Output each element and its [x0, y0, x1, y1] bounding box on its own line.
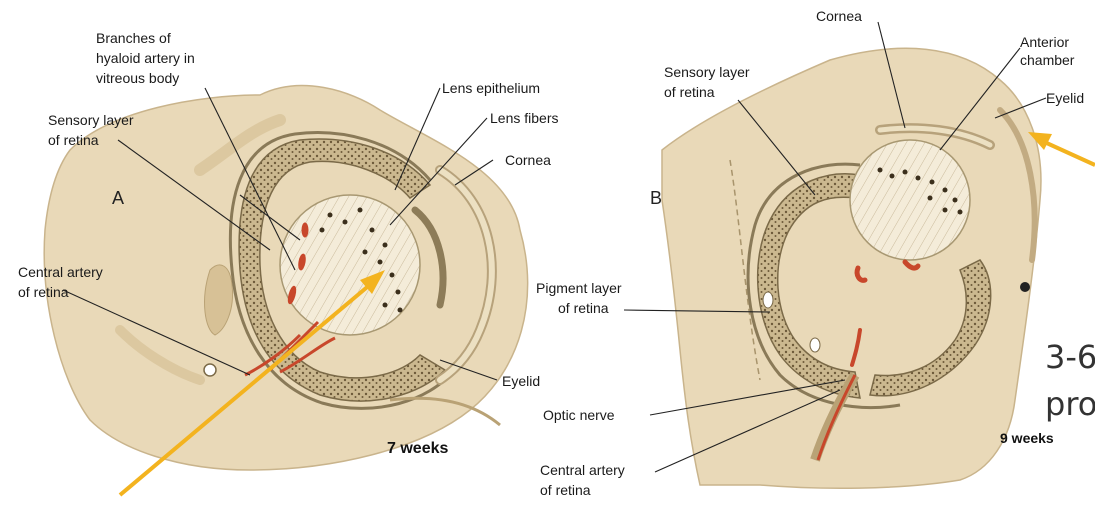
label-b-pigment-line1: Pigment layer [536, 280, 622, 296]
panel-b-letter: B [650, 188, 662, 209]
panel-b-lens [850, 140, 970, 260]
overlay-bullet [1020, 282, 1030, 292]
panel-b-eye [662, 48, 1041, 488]
panel-b-age: 9 weeks [1000, 430, 1054, 446]
label-b-sensory-line2: of retina [664, 84, 715, 100]
label-b-eyelid: Eyelid [1046, 90, 1084, 106]
label-b-sensory-line1: Sensory layer [664, 64, 750, 80]
overlay-text-line2: pro [1045, 385, 1095, 423]
label-hyaloid-line1: Branches of [96, 30, 171, 46]
panel-a-letter: A [112, 188, 124, 209]
label-lens-epithelium: Lens epithelium [442, 80, 540, 96]
label-b-central-artery-line1: Central artery [540, 462, 625, 478]
label-a-eyelid: Eyelid [502, 373, 540, 389]
label-b-anterior-line2: chamber [1020, 52, 1074, 68]
label-a-central-artery-line2: of retina [18, 284, 69, 300]
panel-a-age: 7 weeks [387, 440, 448, 458]
label-a-sensory-line1: Sensory layer [48, 112, 134, 128]
label-hyaloid-line2: hyaloid artery in [96, 50, 195, 66]
label-a-sensory-line2: of retina [48, 132, 99, 148]
label-b-anterior-line1: Anterior [1020, 34, 1069, 50]
label-a-cornea: Cornea [505, 152, 551, 168]
label-a-central-artery-line1: Central artery [18, 264, 103, 280]
label-b-central-artery-line2: of retina [540, 482, 591, 498]
label-hyaloid-line3: vitreous body [96, 70, 179, 86]
label-b-cornea: Cornea [816, 8, 862, 24]
label-lens-fibers: Lens fibers [490, 110, 558, 126]
panel-a-eye [44, 86, 527, 470]
label-optic-nerve: Optic nerve [543, 407, 615, 423]
label-b-pigment-line2: of retina [558, 300, 609, 316]
overlay-text-line1: 3-6 [1045, 338, 1095, 376]
